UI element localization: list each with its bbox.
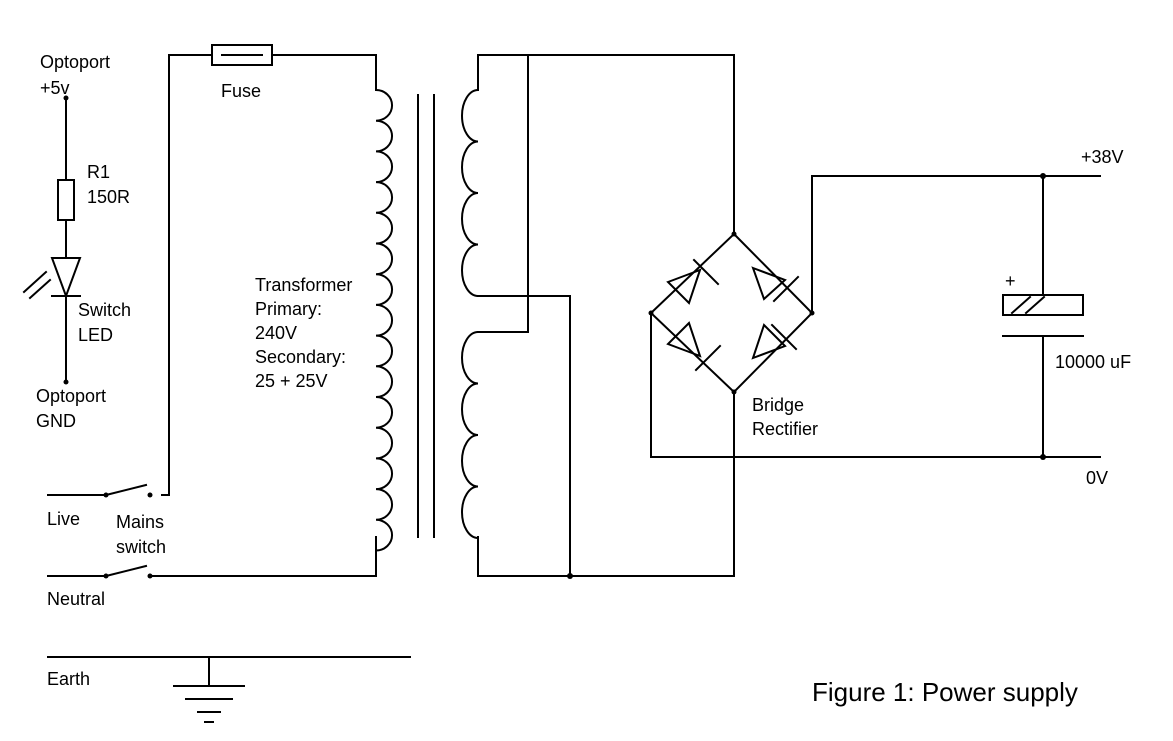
mains-switch-live	[104, 483, 148, 497]
earth-line	[47, 656, 411, 723]
label-mains-switch-line1: Mains	[116, 512, 164, 532]
label-transformer-line3: 240V	[255, 323, 297, 343]
mains-input	[47, 44, 377, 579]
label-transformer-line2: Primary:	[255, 299, 322, 319]
optoport-led-branch	[22, 95, 82, 385]
label-transformer-line1: Transformer	[255, 275, 352, 295]
label-transformer-line4: Secondary:	[255, 347, 346, 367]
label-38v: +38V	[1081, 147, 1124, 167]
label-0v: 0V	[1086, 468, 1108, 488]
primary-coil	[375, 89, 394, 552]
diode-top-left	[666, 258, 720, 305]
diode-bottom-left	[666, 321, 722, 372]
dc-output	[650, 173, 1101, 460]
label-optoport-pos-line1: Optoport	[40, 52, 110, 72]
label-cap-plus: +	[1005, 271, 1016, 291]
figure-caption: Figure 1: Power supply	[812, 677, 1078, 707]
capacitor-positive-plate	[1002, 294, 1084, 316]
label-r1-name: R1	[87, 162, 110, 182]
label-optoport-gnd-line2: GND	[36, 411, 76, 431]
secondary-coil-lower	[461, 331, 479, 539]
mains-switch-neutral	[104, 564, 148, 578]
label-transformer-line5: 25 + 25V	[255, 371, 328, 391]
diode-top-right	[751, 266, 800, 303]
label-mains-switch: Mains switch	[116, 512, 169, 557]
label-transformer: Transformer Primary: 240V Secondary: 25 …	[255, 275, 357, 391]
secondary-coil-upper	[461, 89, 479, 297]
label-earth: Earth	[47, 669, 90, 689]
label-optoport-gnd-line1: Optoport	[36, 386, 106, 406]
label-switch-led-line1: Switch	[78, 300, 131, 320]
resistor-r1	[57, 179, 75, 221]
label-bridge-line2: Rectifier	[752, 419, 818, 439]
bridge-rectifier	[648, 231, 815, 395]
label-capacitance: 10000 uF	[1055, 352, 1131, 372]
secondary-wiring	[477, 54, 735, 579]
transformer	[375, 54, 479, 577]
label-optoport-pos: Optoport +5v	[40, 52, 115, 98]
label-switch-led-line2: LED	[78, 325, 113, 345]
led-light-arrow	[22, 270, 48, 294]
label-live: Live	[47, 509, 80, 529]
label-switch-led: Switch LED	[78, 300, 136, 345]
label-fuse: Fuse	[221, 81, 261, 101]
label-r1-value: 150R	[87, 187, 130, 207]
label-bridge-rectifier: Bridge Rectifier	[752, 395, 818, 439]
label-bridge-line1: Bridge	[752, 395, 804, 415]
label-r1: R1 150R	[87, 162, 130, 207]
led-symbol	[50, 257, 82, 299]
label-optoport-pos-line2: +5v	[40, 78, 70, 98]
label-optoport-gnd: Optoport GND	[36, 386, 111, 431]
label-mains-switch-line2: switch	[116, 537, 166, 557]
label-neutral: Neutral	[47, 589, 105, 609]
diode-bottom-right	[751, 323, 798, 360]
